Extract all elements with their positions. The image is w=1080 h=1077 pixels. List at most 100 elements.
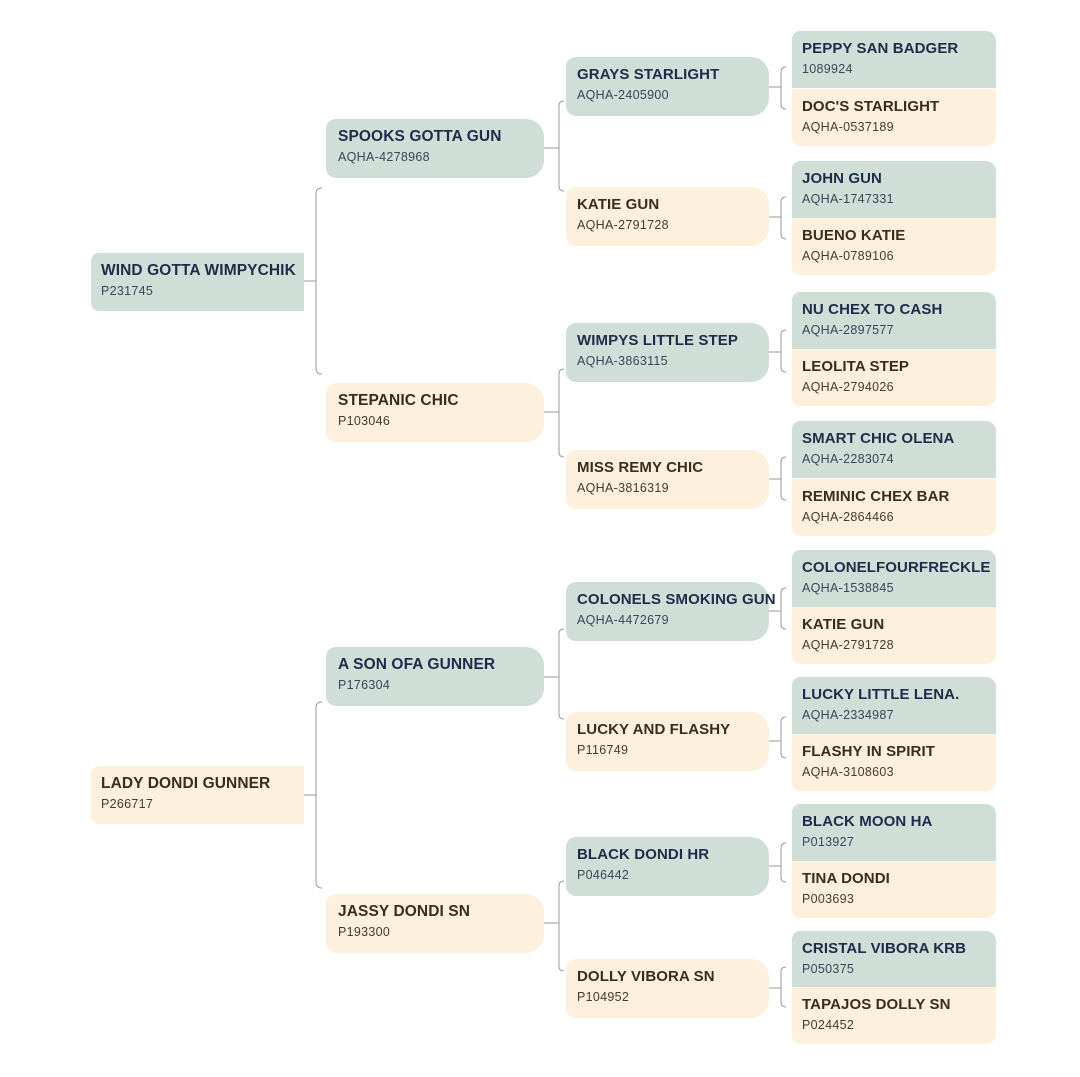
connector-bracket	[769, 456, 787, 501]
great-granddam-node[interactable]: BUENO KATIE AQHA-0789106	[792, 218, 996, 275]
horse-name: CRISTAL VIBORA KRB	[802, 940, 967, 957]
registration-number: AQHA-3108603	[802, 765, 894, 779]
great-granddam-node[interactable]: KATIE GUN AQHA-2791728	[792, 607, 996, 664]
connector-bracket	[769, 716, 787, 759]
connector-bracket	[769, 842, 787, 883]
connector-bracket	[544, 880, 565, 972]
connector-bracket	[769, 966, 787, 1008]
great-granddam-node[interactable]: TINA DONDI P003693	[792, 861, 996, 918]
grandsire-node[interactable]: WIMPYS LITTLE STEP AQHA-3863115	[566, 323, 769, 382]
registration-number: 1089924	[802, 62, 853, 76]
horse-name: WIMPYS LITTLE STEP	[577, 332, 738, 349]
horse-name: LUCKY AND FLASHY	[577, 721, 731, 738]
registration-number: P003693	[802, 892, 855, 906]
grandsire-node[interactable]: BLACK DONDI HR P046442	[566, 837, 769, 896]
registration-number: P046442	[577, 868, 630, 882]
registration-number: AQHA-1747331	[802, 192, 894, 206]
registration-number: P231745	[101, 284, 154, 298]
registration-number: AQHA-2791728	[577, 218, 669, 232]
dam-node[interactable]: JASSY DONDI SN P193300	[326, 894, 544, 953]
registration-number: AQHA-4278968	[338, 150, 430, 164]
granddam-node[interactable]: LUCKY AND FLASHY P116749	[566, 712, 769, 771]
horse-name: LEOLITA STEP	[802, 358, 910, 375]
great-granddam-node[interactable]: DOC'S STARLIGHT AQHA-0537189	[792, 89, 996, 146]
registration-number: P013927	[802, 835, 855, 849]
registration-number: AQHA-2283074	[802, 452, 894, 466]
horse-name: SPOOKS GOTTA GUN	[338, 128, 502, 145]
sire-node[interactable]: SPOOKS GOTTA GUN AQHA-4278968	[326, 119, 544, 178]
grandsire-node[interactable]: GRAYS STARLIGHT AQHA-2405900	[566, 57, 769, 116]
connector-bracket	[769, 66, 787, 110]
registration-number: AQHA-3816319	[577, 481, 669, 495]
registration-number: AQHA-2791728	[802, 638, 894, 652]
great-grandsire-node[interactable]: CRISTAL VIBORA KRB P050375	[792, 931, 996, 988]
great-grandsire-node[interactable]: JOHN GUN AQHA-1747331	[792, 161, 996, 218]
horse-name: WIND GOTTA WIMPYCHIK	[101, 262, 296, 279]
great-grandsire-node[interactable]: COLONELFOURFRECKLE AQHA-1538845	[792, 550, 996, 607]
sire-node[interactable]: A SON OFA GUNNER P176304	[326, 647, 544, 706]
horse-name: TINA DONDI	[802, 870, 890, 887]
great-granddam-node[interactable]: LEOLITA STEP AQHA-2794026	[792, 349, 996, 406]
registration-number: P103046	[338, 414, 391, 428]
great-grandsire-node[interactable]: PEPPY SAN BADGER 1089924	[792, 31, 996, 88]
great-granddam-node[interactable]: REMINIC CHEX BAR AQHA-2864466	[792, 479, 996, 536]
horse-name: COLONELFOURFRECKLE	[802, 559, 991, 576]
registration-number: AQHA-2897577	[802, 323, 894, 337]
registration-number: AQHA-0537189	[802, 120, 894, 134]
granddam-node[interactable]: MISS REMY CHIC AQHA-3816319	[566, 450, 769, 509]
registration-number: P193300	[338, 925, 391, 939]
registration-number: P266717	[101, 797, 154, 811]
registration-number: P050375	[802, 962, 855, 976]
horse-name: SMART CHIC OLENA	[802, 430, 955, 447]
registration-number: AQHA-2864466	[802, 510, 894, 524]
granddam-node[interactable]: DOLLY VIBORA SN P104952	[566, 959, 769, 1018]
registration-number: P176304	[338, 678, 391, 692]
great-grandsire-node[interactable]: BLACK MOON HA P013927	[792, 804, 996, 861]
horse-name: TAPAJOS DOLLY SN	[802, 996, 951, 1013]
horse-name: DOC'S STARLIGHT	[802, 98, 940, 115]
registration-number: P024452	[802, 1018, 855, 1032]
great-granddam-node[interactable]: TAPAJOS DOLLY SN P024452	[792, 987, 996, 1044]
connector-bracket	[304, 701, 323, 889]
connector-bracket	[544, 100, 565, 192]
connector-bracket	[769, 196, 787, 240]
horse-name: FLASHY IN SPIRIT	[802, 743, 936, 760]
great-granddam-node[interactable]: FLASHY IN SPIRIT AQHA-3108603	[792, 734, 996, 791]
registration-number: AQHA-3863115	[577, 354, 668, 368]
dam-node[interactable]: STEPANIC CHIC P103046	[326, 383, 544, 442]
subject-node[interactable]: LADY DONDI GUNNER P266717	[91, 766, 304, 824]
connector-bracket	[769, 329, 787, 373]
connector-bracket	[304, 187, 323, 375]
registration-number: AQHA-1538845	[802, 581, 894, 595]
horse-name: STEPANIC CHIC	[338, 392, 459, 409]
horse-name: LUCKY LITTLE LENA.	[802, 686, 960, 703]
registration-number: AQHA-2334987	[802, 708, 894, 722]
horse-name: BUENO KATIE	[802, 227, 906, 244]
horse-name: BLACK DONDI HR	[577, 846, 710, 863]
registration-number: AQHA-2794026	[802, 380, 894, 394]
horse-name: BLACK MOON HA	[802, 813, 933, 830]
horse-name: REMINIC CHEX BAR	[802, 488, 950, 505]
great-grandsire-node[interactable]: SMART CHIC OLENA AQHA-2283074	[792, 421, 996, 478]
subject-node[interactable]: WIND GOTTA WIMPYCHIK P231745	[91, 253, 304, 311]
great-grandsire-node[interactable]: NU CHEX TO CASH AQHA-2897577	[792, 292, 996, 349]
registration-number: AQHA-2405900	[577, 88, 669, 102]
registration-number: AQHA-0789106	[802, 249, 894, 263]
registration-number: AQHA-4472679	[577, 613, 669, 627]
connector-bracket	[544, 368, 565, 458]
horse-name: KATIE GUN	[802, 616, 885, 633]
horse-name: LADY DONDI GUNNER	[101, 775, 271, 792]
connector-bracket	[544, 628, 565, 720]
horse-name: PEPPY SAN BADGER	[802, 40, 959, 57]
horse-name: JASSY DONDI SN	[338, 903, 471, 920]
connector-bracket	[769, 587, 787, 630]
horse-name: COLONELS SMOKING GUN	[577, 591, 776, 608]
horse-name: NU CHEX TO CASH	[802, 301, 943, 318]
horse-name: GRAYS STARLIGHT	[577, 66, 720, 83]
great-grandsire-node[interactable]: LUCKY LITTLE LENA. AQHA-2334987	[792, 677, 996, 734]
horse-name: DOLLY VIBORA SN	[577, 968, 715, 985]
granddam-node[interactable]: KATIE GUN AQHA-2791728	[566, 187, 769, 246]
grandsire-node[interactable]: COLONELS SMOKING GUN AQHA-4472679	[566, 582, 776, 641]
horse-name: JOHN GUN	[802, 170, 882, 187]
registration-number: P104952	[577, 990, 630, 1004]
